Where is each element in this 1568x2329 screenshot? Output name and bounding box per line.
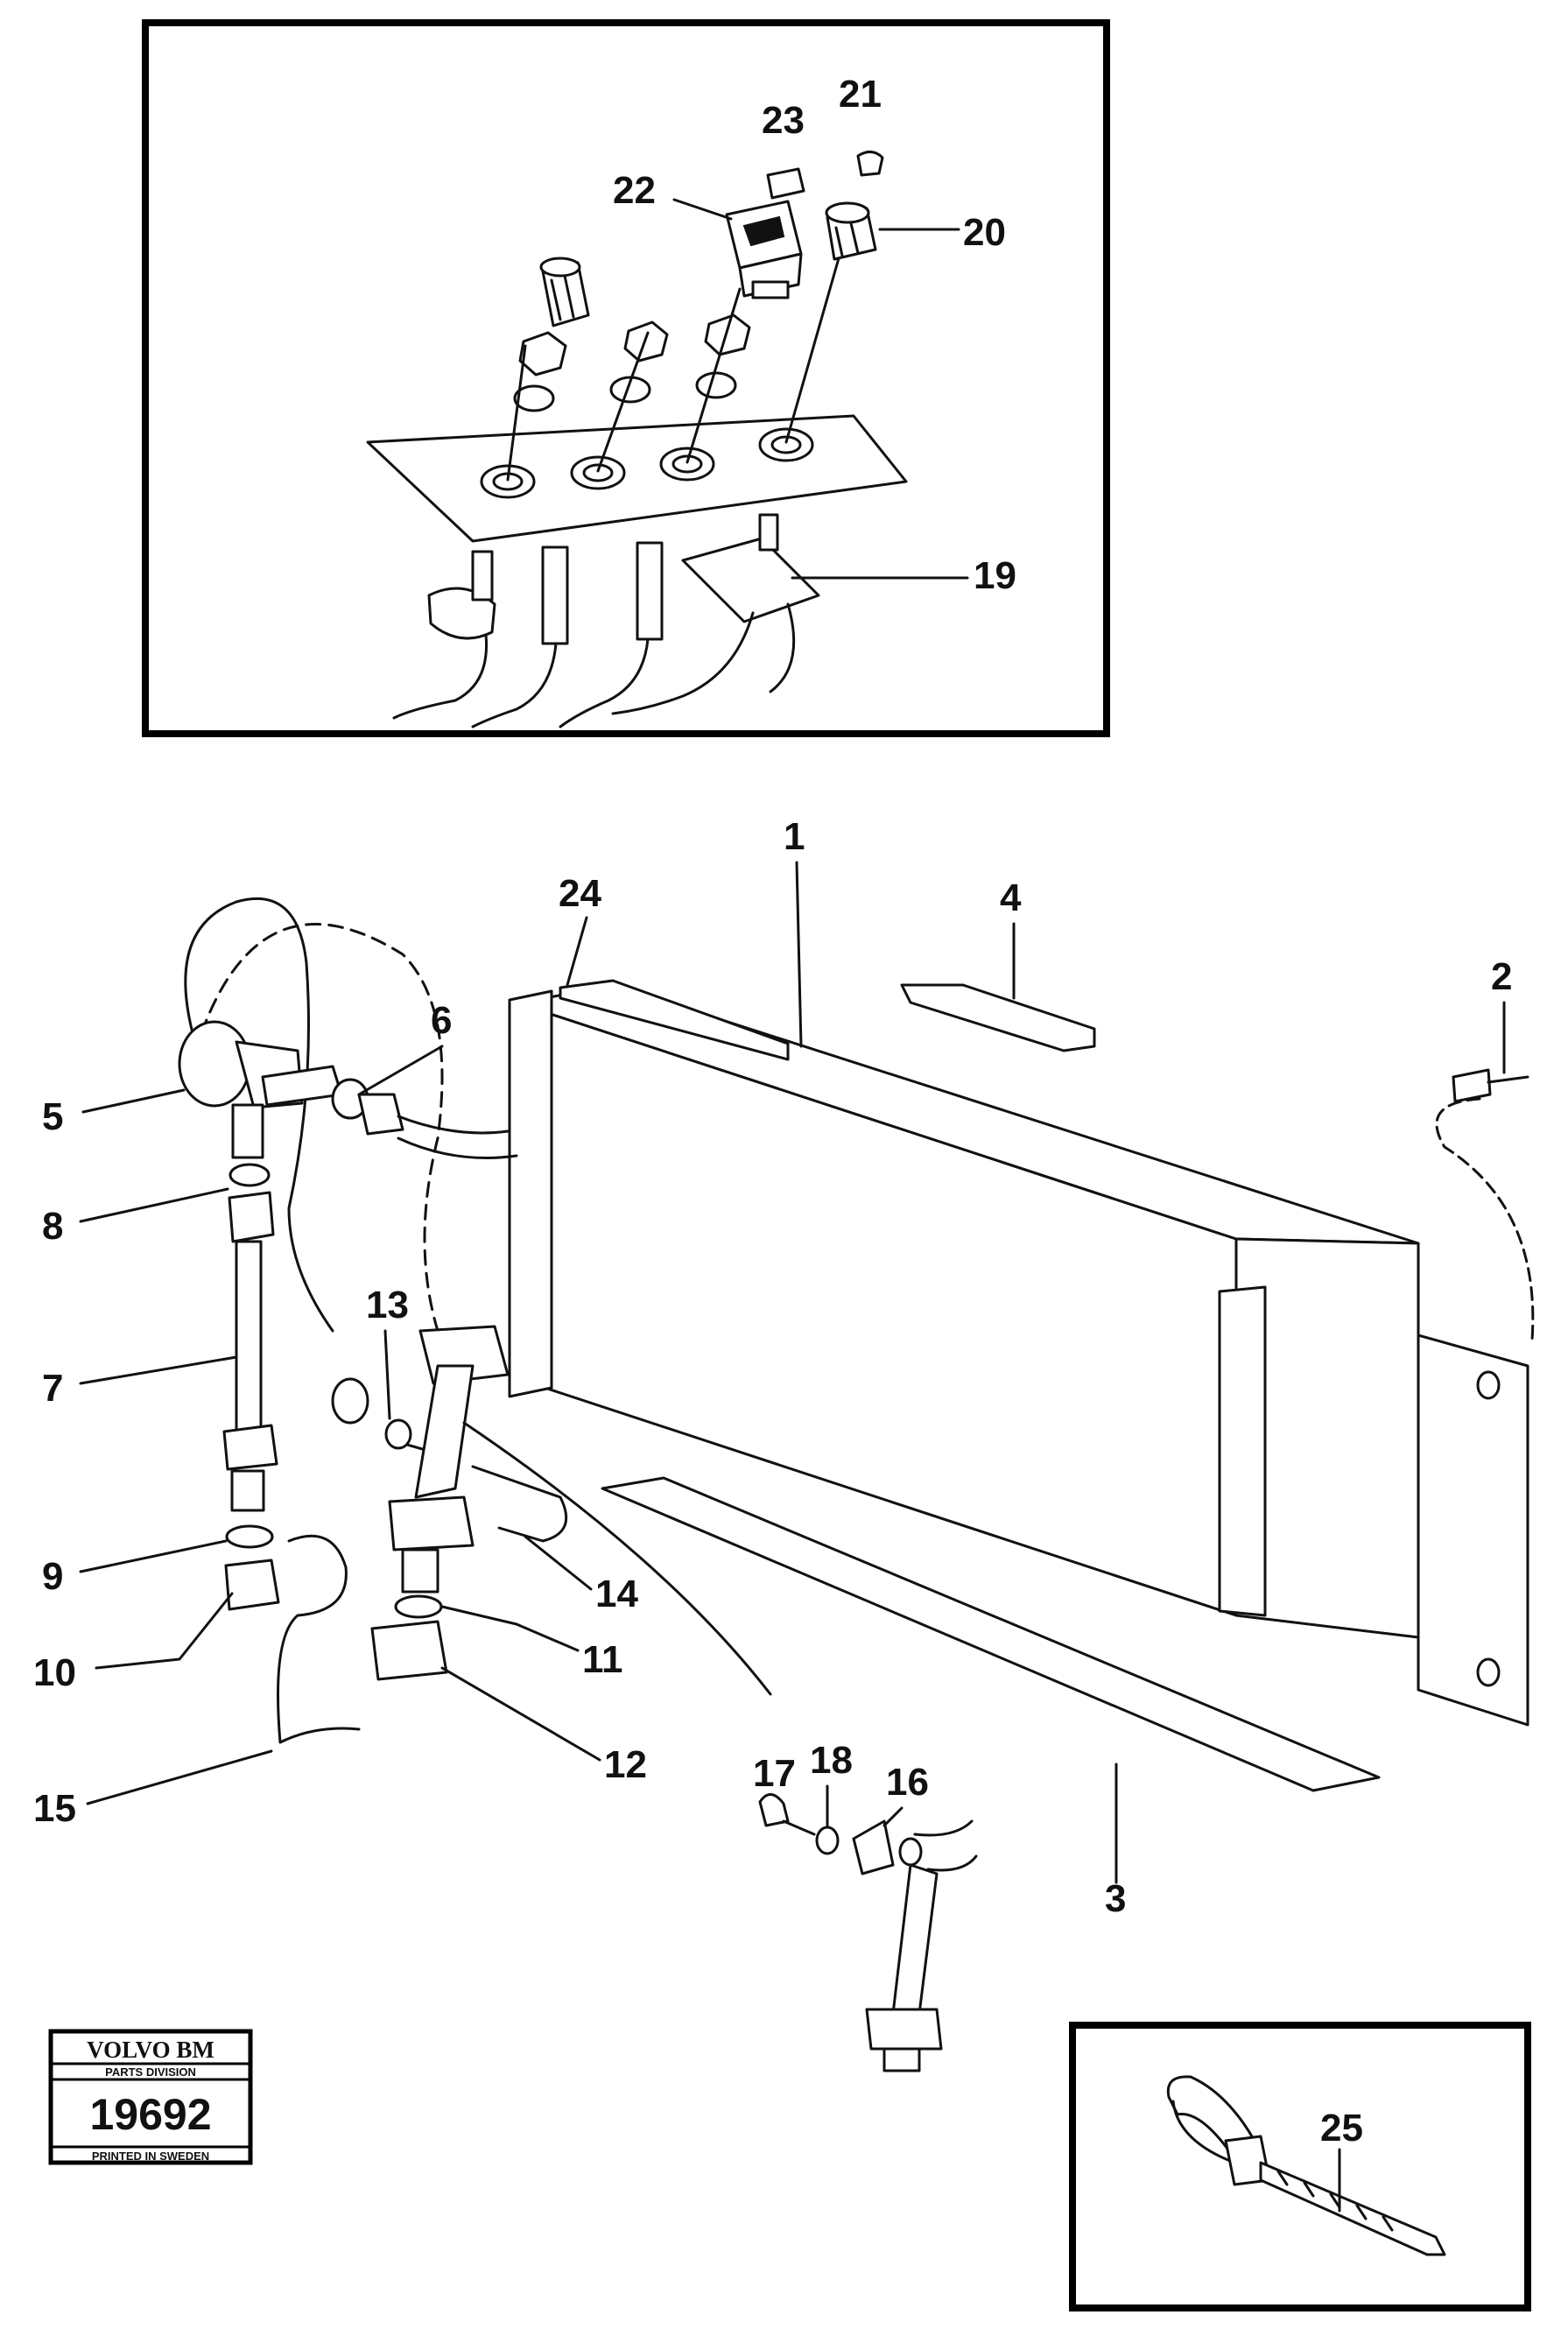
callout-1: 1 [784,815,805,858]
main-callouts: 1 24 4 2 6 5 8 13 7 9 10 14 11 [33,815,1512,1920]
stamp-brand: VOLVO BM [87,2037,214,2063]
outlet-pipe [331,1325,510,1681]
callout-3: 3 [1105,1877,1126,1920]
lamp-lens [856,151,884,177]
callout-4: 4 [1000,876,1022,919]
callout-22: 22 [613,169,656,212]
callout-13: 13 [366,1284,409,1326]
stamp-number: 19692 [89,2090,211,2139]
callout-25: 25 [1320,2107,1363,2150]
rotary-knob [506,257,590,482]
control-panel-inset: 23 21 22 20 19 [142,19,1110,737]
nut-washer-stack-2 [596,320,669,473]
callout-19: 19 [974,554,1016,597]
switch-cap [766,167,805,200]
bottom-pad [601,1476,1381,1792]
callout-20: 20 [963,211,1006,254]
wiring-connectors [392,513,820,728]
inset-callouts: 23 21 22 20 19 [613,73,1016,597]
callout-23: 23 [762,99,805,142]
foam-pad [900,983,1096,1052]
callout-5: 5 [42,1095,63,1138]
water-pipe [222,1163,280,1611]
callout-9: 9 [42,1555,63,1598]
switch-panel-plate [366,414,908,543]
capillary-tube-dashed [200,923,444,1333]
callout-17: 17 [753,1752,796,1795]
capillary-tube [184,897,334,1333]
cable-tie-inset: 25 [1069,2022,1531,2311]
callout-21: 21 [839,73,882,116]
cable-tie [1166,2075,1446,2256]
stamp-division: PARTS DIVISION [105,2065,196,2079]
drain-fitting [758,1793,978,2072]
inlet-hose [331,1078,518,1159]
callout-18: 18 [810,1739,853,1782]
heater-core-box [508,983,1420,1639]
callout-24: 24 [559,872,601,915]
volvo-bm-parts-stamp: VOLVO BM PARTS DIVISION 19692 PRINTED IN… [48,2029,253,2165]
callout-15: 15 [33,1787,76,1830]
cable [462,1421,772,1696]
nut-washer-stack-3 [686,287,751,464]
callout-2: 2 [1491,955,1512,998]
water-valve [178,1020,343,1159]
callout-16: 16 [886,1761,929,1804]
heater-assembly: 1 24 4 2 6 5 8 13 7 9 10 14 11 [33,815,1535,2072]
hose-clip [471,1465,568,1543]
callout-10: 10 [33,1651,76,1694]
ground-wire [1435,1097,1535,1341]
callout-12: 12 [604,1743,647,1786]
callout-8: 8 [42,1205,63,1248]
callout-7: 7 [42,1367,63,1410]
callout-14: 14 [595,1573,638,1615]
indicator-lamp [784,201,877,444]
callout-6: 6 [431,999,452,1042]
rocker-switch [725,200,803,299]
ground-screw [1452,1068,1529,1103]
seal-strip [559,979,790,1061]
mounting-bracket [1417,1333,1529,1727]
stamp-footer: PRINTED IN SWEDEN [92,2150,209,2163]
tape [277,1534,361,1744]
panel-holes [480,427,814,499]
callout-11: 11 [582,1638,623,1681]
